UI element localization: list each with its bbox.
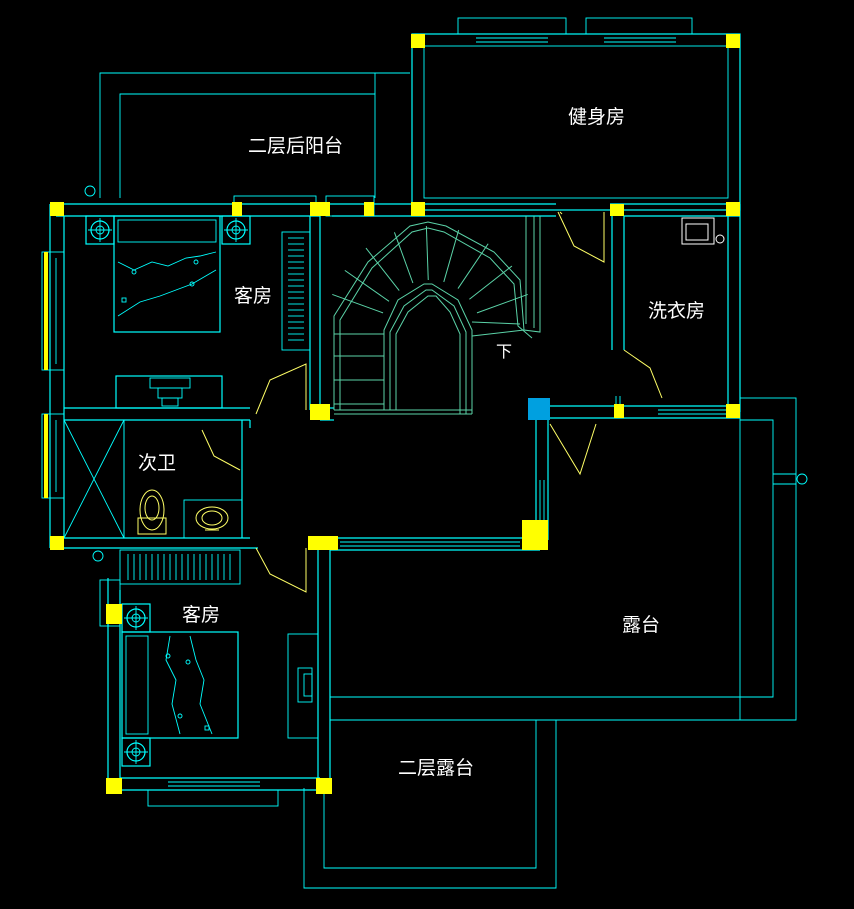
upper-wardrobe-slats bbox=[281, 231, 311, 351]
stair-down-label: 下 bbox=[496, 342, 513, 361]
main-upper-walls bbox=[41, 195, 741, 548]
laundry-sink bbox=[681, 217, 725, 245]
gym-label: 健身房 bbox=[568, 106, 626, 128]
blue-marker bbox=[528, 398, 550, 420]
rear-balcony-outline bbox=[99, 72, 410, 198]
terrace-outline bbox=[330, 397, 808, 721]
gym-walls bbox=[411, 17, 741, 211]
second-floor-terrace-label: 二层露台 bbox=[398, 757, 475, 779]
drain-marker bbox=[84, 185, 96, 197]
lower-wardrobe-slats bbox=[127, 554, 231, 580]
drawing-line bbox=[457, 243, 489, 289]
drawing-line bbox=[476, 293, 528, 314]
drawing-line bbox=[443, 229, 460, 283]
guest-room-2-label: 客房 bbox=[182, 604, 221, 626]
structural-columns bbox=[44, 34, 740, 794]
drawing-line bbox=[425, 226, 429, 281]
terrace-label: 露台 bbox=[622, 614, 661, 636]
drawing-line bbox=[365, 247, 400, 291]
laundry-label: 洗衣房 bbox=[648, 300, 706, 322]
drawing-line bbox=[332, 293, 384, 314]
bed-upper-guest-room bbox=[85, 215, 251, 409]
drawing-line bbox=[344, 269, 390, 302]
bed-lower-guest-room bbox=[121, 603, 239, 767]
second-floor-terrace-outline bbox=[303, 720, 557, 889]
guest-room-1-label: 客房 bbox=[234, 285, 273, 307]
drain-marker bbox=[92, 550, 104, 562]
staircase bbox=[332, 216, 541, 415]
door-swings bbox=[201, 211, 663, 593]
drawing-line bbox=[393, 232, 414, 284]
rear-balcony-label: 二层后阳台 bbox=[248, 135, 344, 157]
bathroom-walls bbox=[50, 419, 258, 549]
bathroom-label: 次卫 bbox=[138, 452, 177, 474]
drawing-line bbox=[469, 265, 513, 300]
